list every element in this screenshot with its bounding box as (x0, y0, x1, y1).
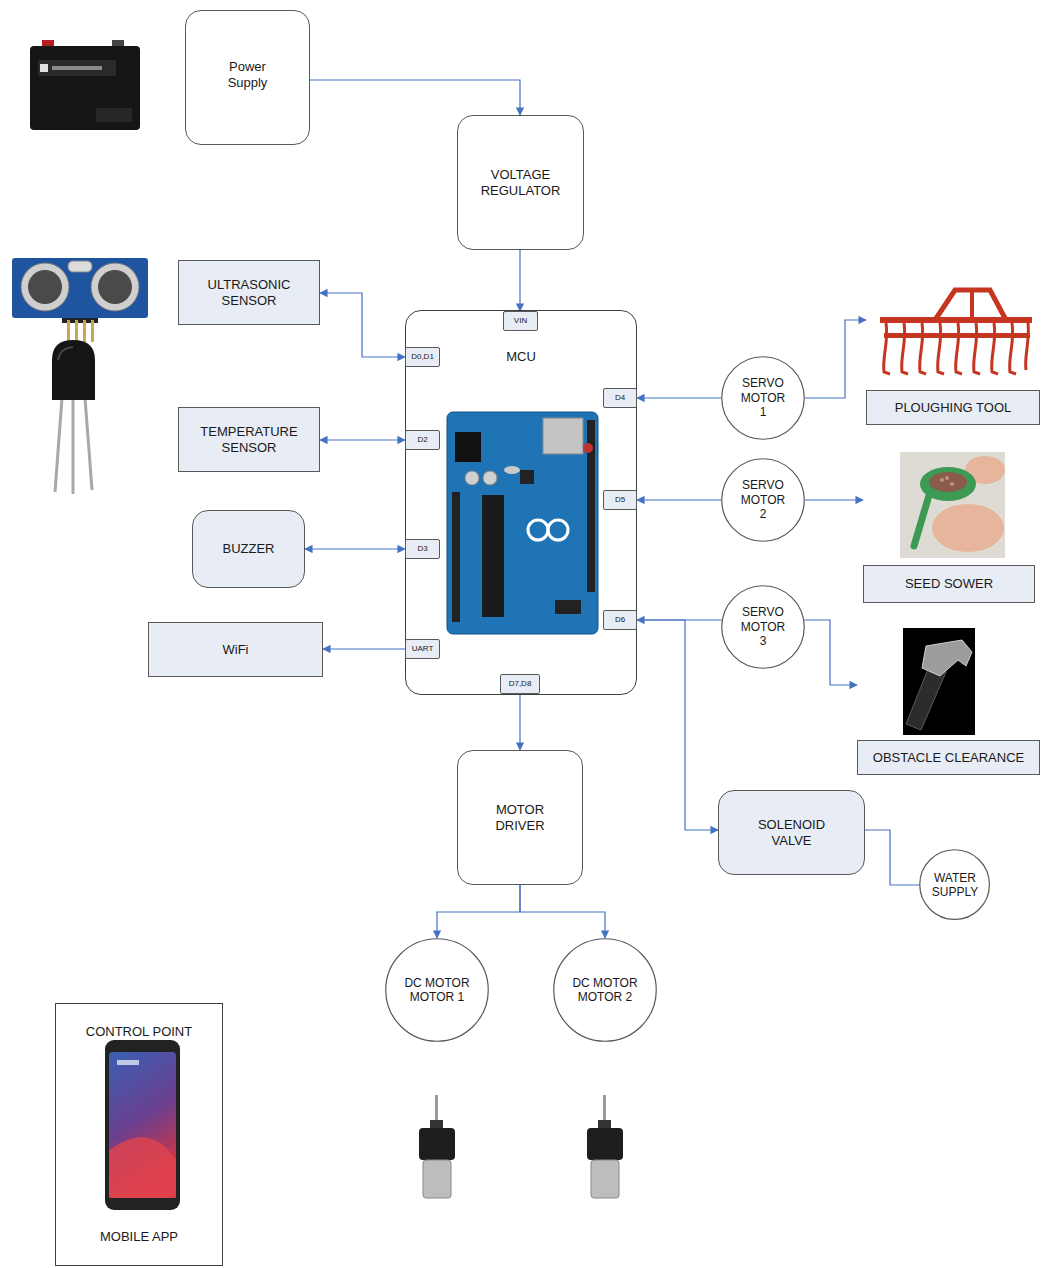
pin-box: D2 (405, 430, 440, 450)
pin-box: D3 (405, 539, 440, 559)
node-label: WiFi (223, 642, 249, 658)
tool-node: SEED SOWER (863, 450, 1035, 603)
node-label: DC MOTOR MOTOR 2 (568, 976, 642, 1005)
pin-box: D4 (603, 388, 637, 408)
node-label: VIN (514, 316, 527, 326)
pin-box: D7,D8 (500, 674, 540, 694)
connector (437, 885, 520, 938)
sensor-box: ULTRASONIC SENSOR (178, 260, 320, 325)
node-label: D7,D8 (509, 679, 532, 689)
pin-box: VIN (503, 311, 538, 331)
connector (805, 320, 866, 398)
connector (323, 648, 405, 649)
pin-box: D6 (603, 610, 637, 630)
node-label: BUZZER (223, 541, 275, 557)
connector (320, 293, 405, 357)
phone-illustration (105, 1040, 180, 1210)
label-box: PLOUGHING TOOL (866, 390, 1040, 425)
connector (519, 694, 520, 750)
connector (305, 548, 405, 549)
sensor-box: TEMPERATURE SENSOR (178, 407, 320, 472)
connector (637, 397, 721, 398)
device-box: SOLENOID VALVE (718, 790, 865, 875)
label-box: SEED SOWER (863, 565, 1035, 603)
connector (520, 885, 605, 938)
node-label: SERVO MOTOR 3 (736, 605, 790, 648)
control-panel: CONTROL POINT MOBILE APP (55, 1003, 223, 1266)
tool-node: OBSTACLE CLEARANCE (857, 625, 1040, 775)
process-box: MOTOR DRIVER (457, 750, 583, 885)
seed-sower-illustration (900, 452, 1005, 558)
label-box: OBSTACLE CLEARANCE (857, 740, 1040, 775)
ultrasonic-illustration (12, 258, 148, 342)
node-label: OBSTACLE CLEARANCE (873, 750, 1024, 766)
connector (519, 250, 520, 311)
tool-node: PLOUGHING TOOL (866, 285, 1040, 425)
motor-circle: DC MOTOR MOTOR 1 (385, 938, 489, 1042)
node-label: MOTOR DRIVER (484, 802, 556, 833)
node-label: SERVO MOTOR 2 (736, 478, 790, 521)
node-label: D3 (417, 544, 427, 554)
hammer-illustration (903, 628, 975, 735)
node-label: D5 (615, 495, 625, 505)
node-label: WATER SUPPLY (928, 871, 982, 900)
process-box: VOLTAGE REGULATOR (457, 115, 584, 250)
dc-motor-illustration (419, 1095, 623, 1198)
node-label: D2 (417, 435, 427, 445)
node-label: D6 (615, 615, 625, 625)
node-label: SERVO MOTOR 1 (736, 376, 790, 419)
process-box: Power Supply (185, 10, 310, 145)
motor-circle: DC MOTOR MOTOR 2 (553, 938, 657, 1042)
motor-circle: SERVO MOTOR 1 (721, 356, 805, 440)
controller-box: VIN D0,D1D4D2D5D3D6UART D7,D8 MCU (405, 310, 637, 695)
node-label: VOLTAGE REGULATOR (475, 167, 567, 198)
connector (805, 499, 863, 500)
device-box: WiFi (148, 622, 323, 677)
node-label: ULTRASONIC SENSOR (199, 277, 299, 308)
node-label: CONTROL POINT (86, 1024, 192, 1040)
connector (637, 499, 721, 500)
connector (320, 439, 405, 440)
motor-circle: SERVO MOTOR 2 (721, 458, 805, 542)
motor-circle: SERVO MOTOR 3 (721, 585, 805, 669)
node-label: TEMPERATURE SENSOR (195, 424, 303, 455)
node-label: PLOUGHING TOOL (895, 400, 1012, 416)
pin-box: UART (405, 639, 440, 659)
node-label: UART (412, 644, 434, 654)
supply-circle: WATER SUPPLY (919, 849, 990, 920)
connector (865, 830, 919, 885)
plough-illustration (880, 290, 1032, 374)
arduino-illustration (447, 412, 598, 634)
pin-box: D5 (603, 490, 637, 510)
node-label: D4 (615, 393, 625, 403)
node-label: Power Supply (217, 59, 279, 90)
device-box: BUZZER (192, 510, 305, 588)
pin-box: D0,D1 (405, 347, 440, 367)
node-label: D0,D1 (411, 352, 434, 362)
battery-illustration (30, 40, 140, 130)
connector (637, 620, 718, 830)
node-label: DC MOTOR MOTOR 1 (400, 976, 474, 1005)
connector (804, 620, 857, 685)
temperature-sensor-illustration (52, 340, 95, 494)
node-label: MOBILE APP (100, 1229, 178, 1245)
node-label: SOLENOID VALVE (749, 817, 834, 848)
connector (310, 80, 520, 115)
node-label: SEED SOWER (905, 576, 993, 592)
node-label: MCU (506, 349, 536, 365)
